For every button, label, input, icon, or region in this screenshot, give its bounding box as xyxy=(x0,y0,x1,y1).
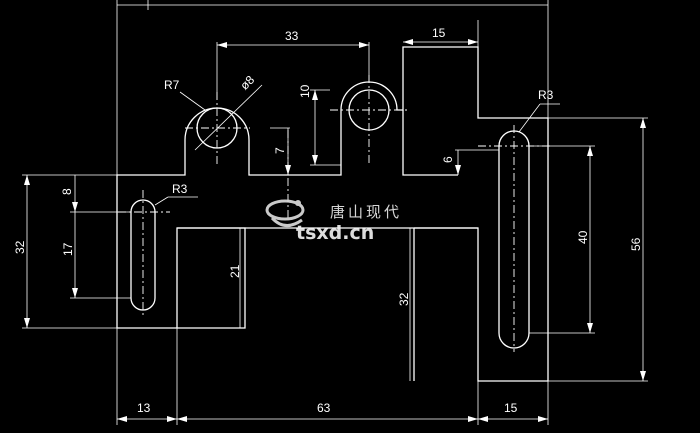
dim-7: 7 xyxy=(273,147,287,154)
dim-40: 40 xyxy=(576,230,590,244)
dim-13: 13 xyxy=(137,401,151,415)
dim-10: 10 xyxy=(298,84,312,98)
dim-6: 6 xyxy=(441,156,455,163)
watermark: 唐山现代 tsxd.cn xyxy=(265,199,402,244)
dim-32-left: 32 xyxy=(13,240,27,254)
dim-15-top: 15 xyxy=(432,26,446,40)
watermark-logo-icon xyxy=(265,199,305,227)
part-outline xyxy=(116,46,549,382)
watermark-brand-en: tsxd.cn xyxy=(296,222,374,244)
dim-56: 56 xyxy=(629,237,643,251)
outline-contour xyxy=(116,46,549,382)
dim-r3-right: R3 xyxy=(538,88,554,102)
dim-r7: R7 xyxy=(164,78,180,92)
arrowheads xyxy=(24,39,646,422)
dim-33: 33 xyxy=(285,29,299,43)
dim-r3-left: R3 xyxy=(172,182,188,196)
dim-63: 63 xyxy=(317,401,331,415)
watermark-brand-cn: 唐山现代 xyxy=(330,203,402,221)
dim-32-mid: 32 xyxy=(397,292,411,306)
slot-left xyxy=(130,199,156,311)
dimension-labels: 33 15 R7 ø8 10 7 R3 6 8 R3 32 17 21 32 4… xyxy=(13,26,643,415)
dim-21: 21 xyxy=(228,264,242,278)
outline-step-left xyxy=(177,227,246,329)
dim-15-bottom: 15 xyxy=(504,401,518,415)
dim-17: 17 xyxy=(61,242,75,256)
outline-notch xyxy=(402,110,458,176)
dim-8: 8 xyxy=(60,188,74,195)
